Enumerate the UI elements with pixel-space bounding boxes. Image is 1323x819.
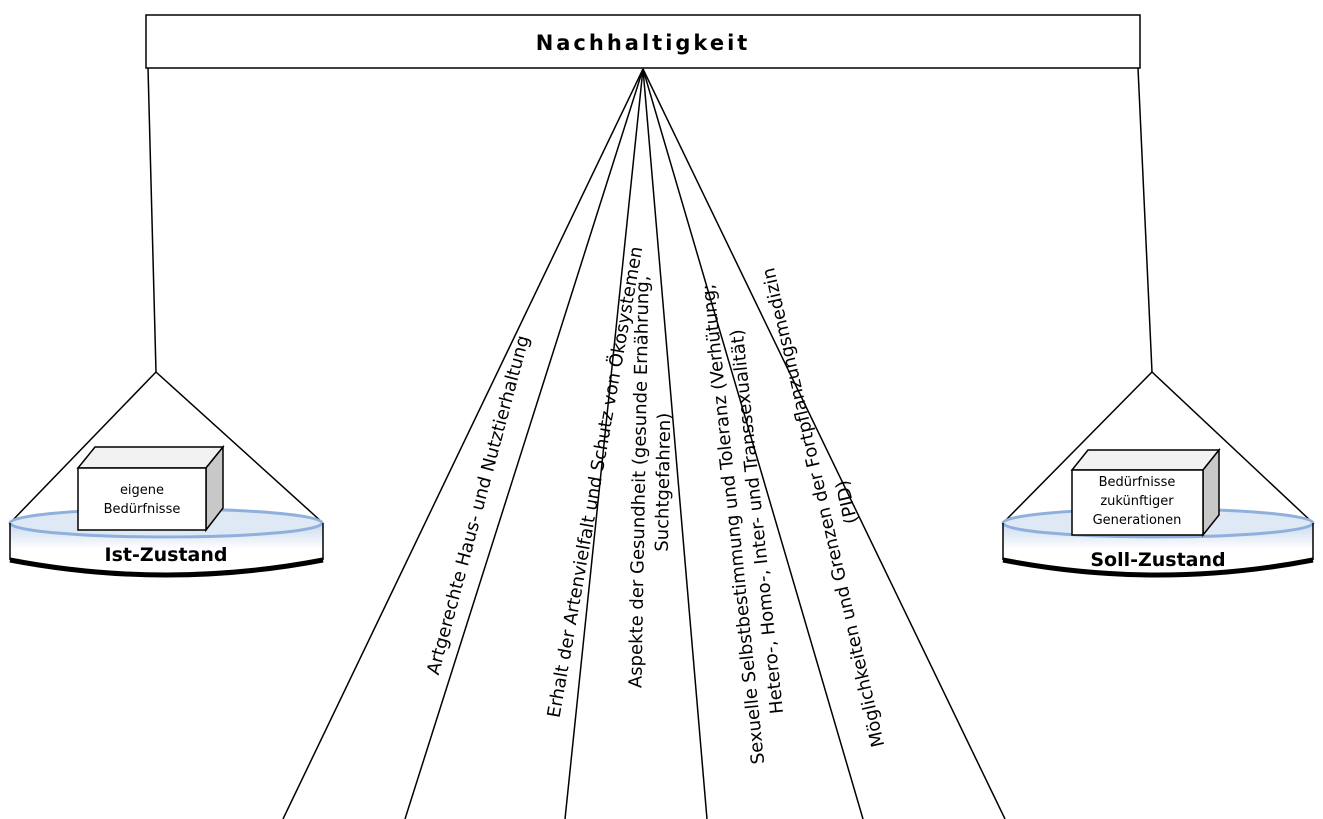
- left-needs-box: eigene Bedürfnisse: [76, 444, 225, 533]
- aspect-label-3: Aspekte der Gesundheit (gesunde Ernährun…: [625, 275, 675, 688]
- diagram-title: Nachhaltigkeit: [536, 31, 751, 55]
- left-pan: Ist-Zustand eigene Bedürfnisse: [8, 444, 324, 578]
- aspect-1-line-1: Artgerechte Haus- und Nutztierhaltung: [423, 333, 534, 677]
- left-box-line-1: eigene: [120, 483, 164, 498]
- suspension-lines: [9, 67, 1314, 524]
- title-bar: Nachhaltigkeit: [145, 14, 1141, 69]
- right-pan-label: Soll-Zustand: [1090, 549, 1225, 571]
- right-box-line-1: Bedürfnisse: [1099, 475, 1176, 490]
- right-box-line-2: zukünftiger: [1100, 494, 1174, 509]
- aspect-labels: Artgerechte Haus- und Nutztierhaltung Er…: [423, 245, 889, 766]
- left-pan-label: Ist-Zustand: [105, 544, 228, 566]
- right-needs-box: Bedürfnisse zukünftiger Generationen: [1070, 447, 1221, 538]
- right-pan: Soll-Zustand Bedürfnisse zukünftiger Gen…: [1001, 447, 1315, 578]
- left-box-line-2: Bedürfnisse: [104, 502, 181, 517]
- aspect-3-line-2: Suchtgefahren): [652, 413, 675, 552]
- aspect-label-1: Artgerechte Haus- und Nutztierhaltung: [423, 333, 534, 677]
- right-box-line-3: Generationen: [1093, 513, 1182, 528]
- fan-lines: [282, 68, 1006, 819]
